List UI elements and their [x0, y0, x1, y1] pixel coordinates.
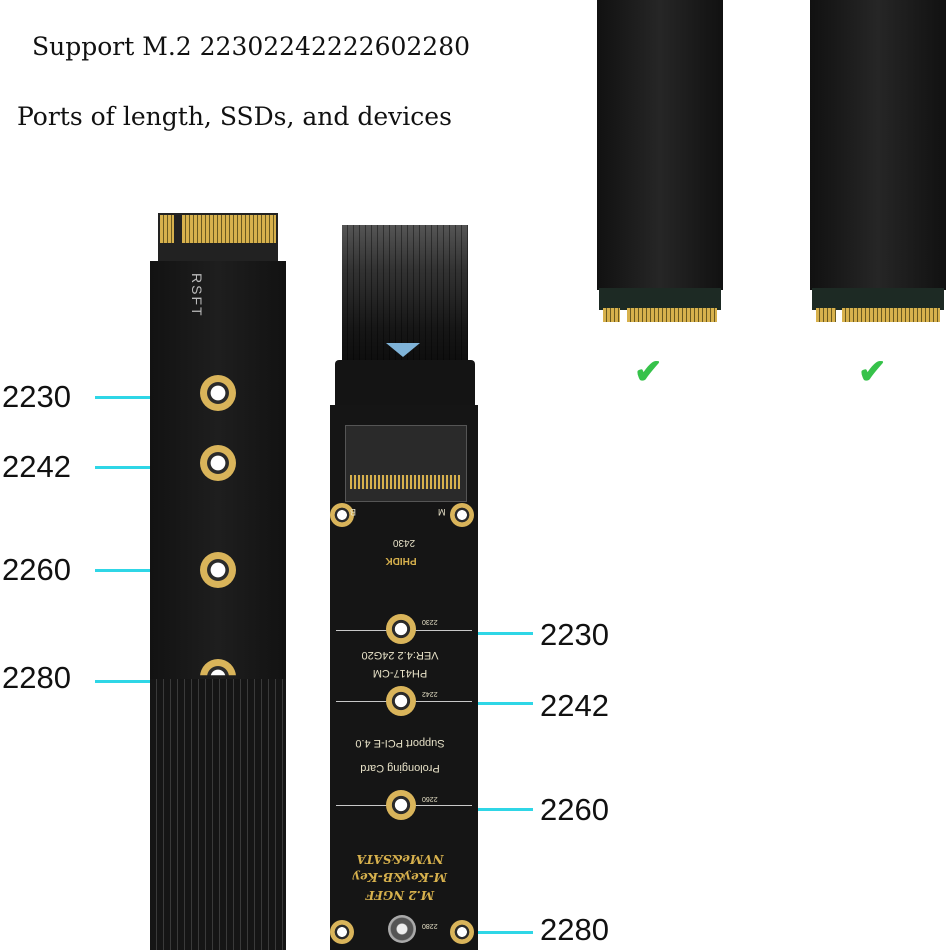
- ssd-left-image: [597, 0, 723, 325]
- left-board-print: RSFT: [189, 273, 205, 318]
- headline-line1: Support M.2 22302242222602280: [32, 32, 471, 61]
- left-cable-image: RSFT: [150, 213, 286, 950]
- board-print: 2242: [422, 690, 438, 697]
- callout-line: [95, 396, 150, 399]
- board-print: M.2 NGFF: [365, 888, 435, 902]
- board-print: 2230: [422, 618, 438, 625]
- board-print: NVMe&SATA: [356, 852, 444, 866]
- checkmark-icon: ✔: [634, 353, 663, 391]
- arrow-icon: [386, 343, 420, 357]
- callout-line: [478, 702, 533, 705]
- board-print: 2260: [422, 795, 438, 802]
- left-label-2280: 2280: [2, 660, 71, 695]
- callout-line: [478, 808, 533, 811]
- callout-line: [478, 931, 533, 934]
- board-print: VER:4.2 24G20: [361, 649, 439, 661]
- board-print: 2280: [422, 922, 438, 929]
- board-print: B: [350, 507, 357, 517]
- right-label-2230: 2230: [540, 617, 609, 652]
- right-label-2260: 2260: [540, 792, 609, 827]
- callout-line: [95, 680, 150, 683]
- left-label-2230: 2230: [2, 379, 71, 414]
- callout-line: [478, 632, 533, 635]
- headline-line2: Ports of length, SSDs, and devices: [17, 102, 452, 131]
- callout-line: [95, 466, 150, 469]
- board-print: Prolonging Card: [360, 762, 440, 774]
- checkmark-icon: ✔: [858, 353, 887, 391]
- extension-board-image: B M 2430 PHIDK 2230 VER:4.2 24G20 PH417-…: [330, 225, 478, 950]
- board-print: Support PCI-E 4.0: [355, 737, 445, 749]
- board-print: 2430: [392, 537, 416, 548]
- right-label-2280: 2280: [540, 912, 609, 947]
- callout-line: [95, 569, 150, 572]
- board-print: M-Key&B-Key: [353, 870, 447, 884]
- ssd-right-image: [810, 0, 946, 325]
- right-label-2242: 2242: [540, 688, 609, 723]
- left-label-2242: 2242: [2, 449, 71, 484]
- board-print: PH417-CM: [372, 667, 428, 679]
- board-print: PHIDK: [385, 555, 417, 566]
- board-print: M: [438, 507, 446, 517]
- left-label-2260: 2260: [2, 552, 71, 587]
